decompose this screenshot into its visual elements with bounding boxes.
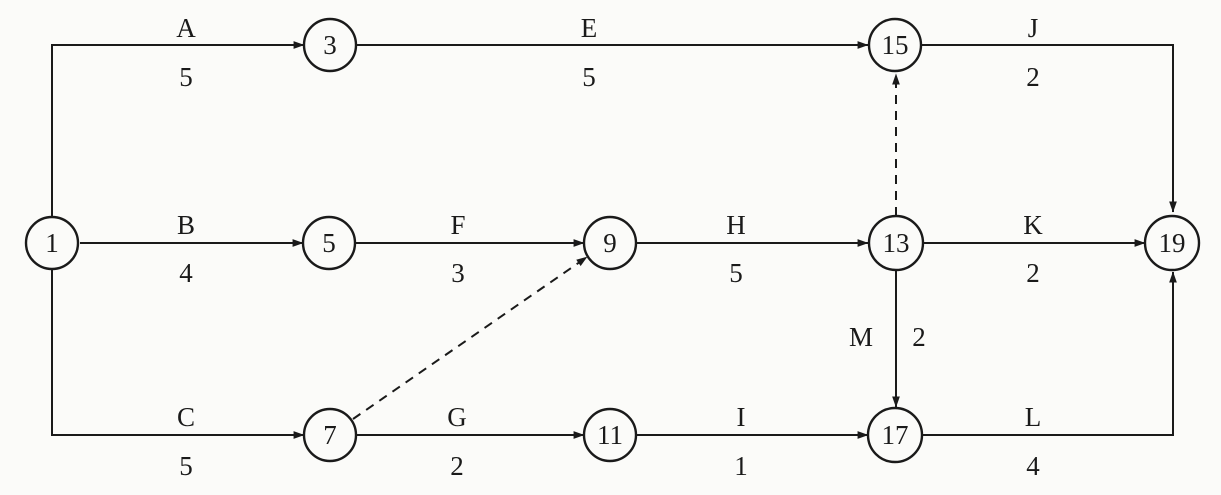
node-19: 19 [1143, 214, 1201, 272]
activity-I-duration: 1 [734, 451, 748, 481]
node-label: 1 [45, 228, 59, 258]
node-5: 5 [301, 215, 357, 271]
node-11: 11 [582, 407, 638, 463]
node-label: 17 [882, 420, 909, 450]
node-label: 19 [1159, 228, 1186, 258]
activity-K-name: K [1023, 210, 1043, 240]
activity-M-name: M [849, 322, 873, 352]
activity-J-duration: 2 [1026, 62, 1040, 92]
arrow-activity-A [51, 41, 305, 219]
node-label: 15 [882, 30, 909, 60]
activity-I-name: I [737, 402, 746, 432]
activity-M-duration: 2 [912, 322, 926, 352]
node-label: 5 [322, 228, 336, 258]
activity-B-duration: 4 [179, 258, 193, 288]
node-label: 3 [323, 30, 337, 60]
dummy-arrow-7-to-9 [352, 256, 588, 420]
arrow-activity-C [51, 268, 305, 439]
node-1: 1 [24, 215, 80, 271]
activity-K-duration: 2 [1026, 258, 1040, 288]
activity-L-name: L [1025, 402, 1042, 432]
node-label: 7 [323, 420, 337, 450]
activity-F-name: F [450, 210, 465, 240]
activity-L-duration: 4 [1026, 451, 1040, 481]
arrow-activity-J [921, 44, 1177, 213]
activity-C-name: C [177, 402, 195, 432]
activity-G-name: G [447, 402, 467, 432]
activity-J-name: J [1028, 13, 1039, 43]
activity-A-duration: 5 [179, 62, 193, 92]
node-9: 9 [582, 215, 638, 271]
node-13: 13 [867, 214, 925, 272]
activity-B-name: B [177, 210, 195, 240]
node-label: 11 [597, 420, 623, 450]
activity-H-name: H [726, 210, 746, 240]
activity-G-duration: 2 [450, 451, 464, 481]
activity-A-name: A [176, 13, 196, 43]
node-label: 9 [603, 228, 617, 258]
node-label: 13 [883, 228, 910, 258]
node-17: 17 [866, 406, 924, 464]
node-3: 3 [302, 17, 358, 73]
activity-E-name: E [581, 13, 598, 43]
activity-F-duration: 3 [451, 258, 465, 288]
arrow-activity-L [921, 271, 1177, 436]
activity-H-duration: 5 [729, 258, 743, 288]
node-15: 15 [867, 17, 923, 73]
activity-E-duration: 5 [582, 62, 596, 92]
node-7: 7 [302, 407, 358, 463]
activity-C-duration: 5 [179, 451, 193, 481]
